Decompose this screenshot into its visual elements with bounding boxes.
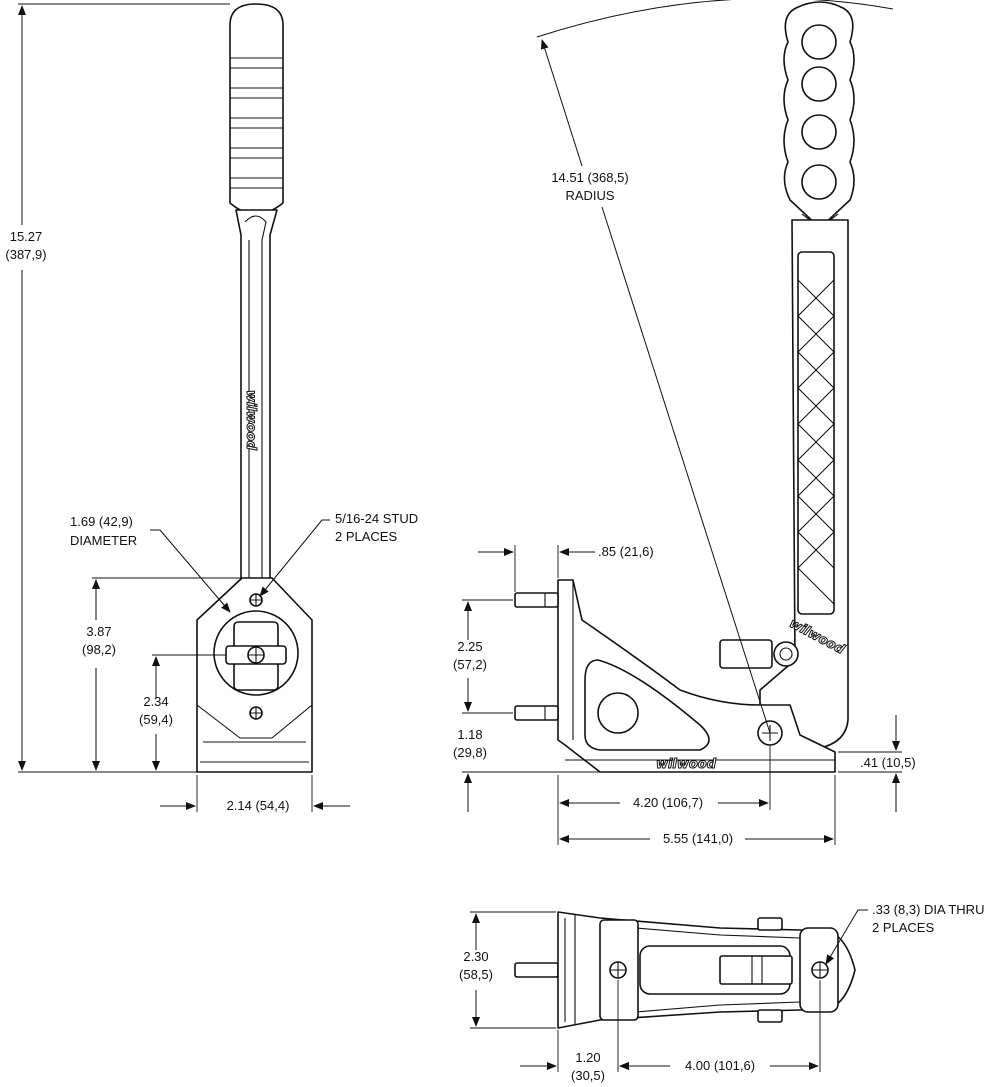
side-view: wilwood wilwood xyxy=(514,0,894,773)
pivot-height-imperial: 2.34 xyxy=(143,694,168,709)
front-view: wilwood xyxy=(196,3,313,773)
base-wilwood-logo: wilwood xyxy=(655,757,717,773)
hole-spacing-label: 4.00 (101,6) xyxy=(685,1058,755,1073)
pivot-distance-label: 4.20 (106,7) xyxy=(633,795,703,810)
overall-height-metric: (387,9) xyxy=(5,247,46,262)
lower-stud-height-imperial: 1.18 xyxy=(457,727,482,742)
stud-offset-label: .85 (21,6) xyxy=(598,544,654,559)
pivot-diameter-label: 1.69 (42,9) xyxy=(70,514,133,529)
pivot-diameter-note: DIAMETER xyxy=(70,533,137,548)
foot-height-label: .41 (10,5) xyxy=(860,755,916,770)
stud-to-hole-metric: (30,5) xyxy=(571,1068,605,1083)
mount-hole-qty: 2 PLACES xyxy=(872,920,934,935)
base-height-metric: (98,2) xyxy=(82,642,116,657)
stud-spacing-imperial: 2.25 xyxy=(457,639,482,654)
lower-stud xyxy=(514,705,559,721)
stud-qty-label: 2 PLACES xyxy=(335,529,397,544)
upper-stud xyxy=(514,592,559,608)
top-dimensions: .33 (8,3) DIA THRU 2 PLACES 2.30 (58,5) … xyxy=(459,902,984,1083)
radius-imperial: 14.51 (368,5) xyxy=(551,170,628,185)
lever-pivot-bolt xyxy=(773,641,799,667)
bracket-hole xyxy=(597,692,639,734)
top-stud xyxy=(514,962,559,978)
stud-spacing-metric: (57,2) xyxy=(453,657,487,672)
grip-holes xyxy=(801,24,837,200)
base-width-label: 2.14 (54,4) xyxy=(227,798,290,813)
radius-note: RADIUS xyxy=(565,188,614,203)
svg-text:wilwood: wilwood xyxy=(656,757,717,772)
top-adjuster xyxy=(719,955,793,985)
pivot-height-metric: (59,4) xyxy=(139,712,173,727)
lower-stud-height-metric: (29,8) xyxy=(453,745,487,760)
adjuster-block xyxy=(719,639,773,669)
stud-to-hole-imperial: 1.20 xyxy=(575,1050,600,1065)
mount-width-metric: (58,5) xyxy=(459,967,493,982)
lever-lattice-frame xyxy=(797,251,835,615)
lower-nut xyxy=(757,1009,783,1023)
radius-arc xyxy=(536,0,894,38)
base-height-imperial: 3.87 xyxy=(86,624,111,639)
overall-length-label: 5.55 (141,0) xyxy=(663,831,733,846)
overall-height-imperial: 15.27 xyxy=(10,229,43,244)
front-wilwood-logo: wilwood xyxy=(243,389,259,451)
upper-nut xyxy=(757,917,783,931)
mount-width-imperial: 2.30 xyxy=(463,949,488,964)
front-grip xyxy=(229,3,284,215)
front-dimensions: 15.27 (387,9) 1.69 (42,9) DIAMETER 5/16-… xyxy=(5,3,418,813)
grip-ribs xyxy=(230,57,283,189)
stud-size-label: 5/16-24 STUD xyxy=(335,511,418,526)
top-view xyxy=(514,911,856,1029)
side-dimensions: 14.51 (368,5) RADIUS .85 (21,6) 2.25 (57… xyxy=(453,39,916,846)
mount-hole-size: .33 (8,3) DIA THRU xyxy=(872,902,984,917)
svg-text:wilwood: wilwood xyxy=(243,390,258,451)
